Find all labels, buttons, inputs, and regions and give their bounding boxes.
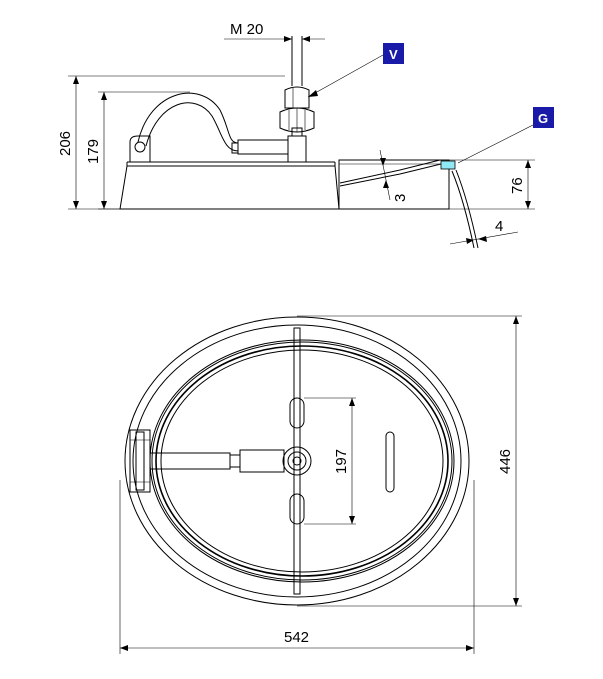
tag-v-label: V <box>389 47 398 62</box>
horizontal-shaft <box>237 139 289 155</box>
central-hub <box>287 135 307 163</box>
handle-top <box>289 397 305 429</box>
hub-outer <box>282 446 312 476</box>
flange-ring <box>338 159 450 210</box>
tank-wall <box>451 170 475 249</box>
tag-g <box>533 107 554 128</box>
gasket-ring <box>149 339 455 583</box>
hinge-arm <box>149 452 231 470</box>
hinge-arm-inner <box>145 102 239 152</box>
outer-flange <box>124 316 470 606</box>
tag-g-label: G <box>538 111 548 126</box>
side-view: M 20 206 179 V 3 <box>57 21 554 249</box>
height-label: 446 <box>497 449 514 474</box>
viewing-slot <box>385 431 395 493</box>
handle-bottom <box>289 493 305 525</box>
bolt-head <box>284 86 310 109</box>
gasket-thickness-label: 3 <box>392 194 409 202</box>
hinge-height-label: 179 <box>85 139 102 164</box>
thread-size-label: M 20 <box>230 21 263 38</box>
locking-bar <box>293 327 301 595</box>
handle-span-label: 197 <box>333 449 350 474</box>
flange-height-label: 76 <box>509 177 526 194</box>
tag-v <box>383 43 404 64</box>
gasket <box>440 160 456 170</box>
cover-rim <box>151 341 453 581</box>
cover-body <box>119 165 340 210</box>
width-label: 542 <box>284 629 309 646</box>
tank-shell <box>339 159 441 184</box>
hinge-arm-outer <box>137 92 239 144</box>
hinge-pin <box>134 141 146 153</box>
overall-height-label: 206 <box>57 131 74 156</box>
hinge-bracket <box>129 135 151 162</box>
top-view: 197 446 542 <box>119 315 522 654</box>
flange-offset-label: 4 <box>495 218 503 235</box>
